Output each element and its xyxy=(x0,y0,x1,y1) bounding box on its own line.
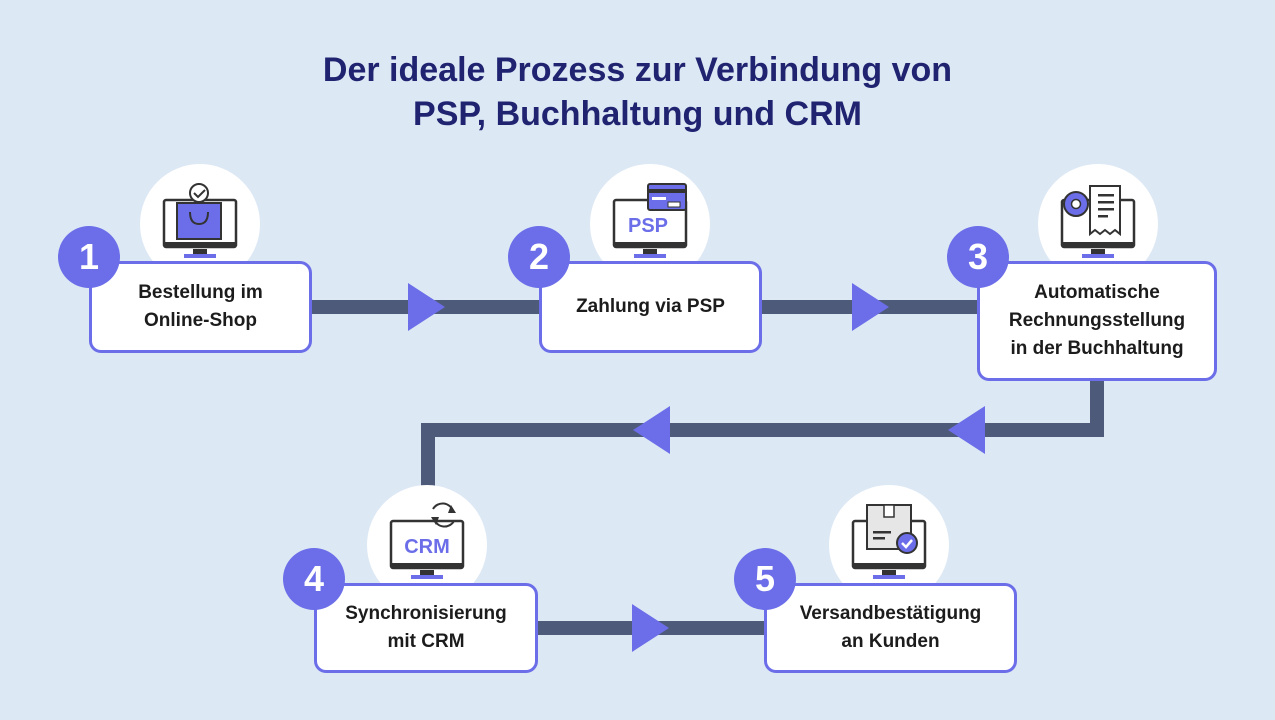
step-5-box: Versandbestätigung an Kunden xyxy=(764,583,1017,673)
arrow-right-2 xyxy=(852,283,889,331)
arrow-right-3 xyxy=(632,604,669,652)
online-shop-bag-icon xyxy=(162,183,238,258)
step-4-label: Synchronisierung mit CRM xyxy=(345,603,507,652)
invoice-gear-icon xyxy=(1060,185,1136,258)
arrow-left-2 xyxy=(633,406,670,454)
step-1-number: 1 xyxy=(58,226,120,288)
step-3-box: Automatische Rechnungsstellung in der Bu… xyxy=(977,261,1217,381)
step-1-label: Bestellung im Online-Shop xyxy=(138,282,263,331)
arrow-right-1 xyxy=(408,283,445,331)
psp-card-icon: PSP xyxy=(612,183,688,258)
crm-sync-icon: CRM xyxy=(389,502,465,579)
step-4-number: 4 xyxy=(283,548,345,610)
title-line-1: Der ideale Prozess zur Verbindung von xyxy=(322,51,953,89)
step-5-number: 5 xyxy=(734,548,796,610)
connector-4-up xyxy=(421,423,435,491)
step-3-label: Automatische Rechnungsstellung in der Bu… xyxy=(1008,282,1186,359)
title-line-2: PSP, Buchhaltung und CRM xyxy=(413,95,862,133)
step-5-label: Versandbestätigung an Kunden xyxy=(799,603,982,652)
step-1-box: Bestellung im Online-Shop xyxy=(89,261,312,353)
connector-3-down xyxy=(1090,380,1104,437)
arrow-left-1 xyxy=(948,406,985,454)
step-3-number: 3 xyxy=(947,226,1009,288)
step-4-box: Synchronisierung mit CRM xyxy=(314,583,538,673)
connector-3-4-horizontal xyxy=(421,423,1104,437)
psp-icon-text: PSP xyxy=(628,215,668,237)
step-2-box: Zahlung via PSP xyxy=(539,261,762,353)
step-2-number: 2 xyxy=(508,226,570,288)
step-2-label: Zahlung via PSP xyxy=(576,296,725,317)
page-title: Der ideale Prozess zur Verbindung von PS… xyxy=(0,48,1275,136)
shipping-box-check-icon xyxy=(851,504,927,579)
crm-icon-text: CRM xyxy=(404,536,450,558)
